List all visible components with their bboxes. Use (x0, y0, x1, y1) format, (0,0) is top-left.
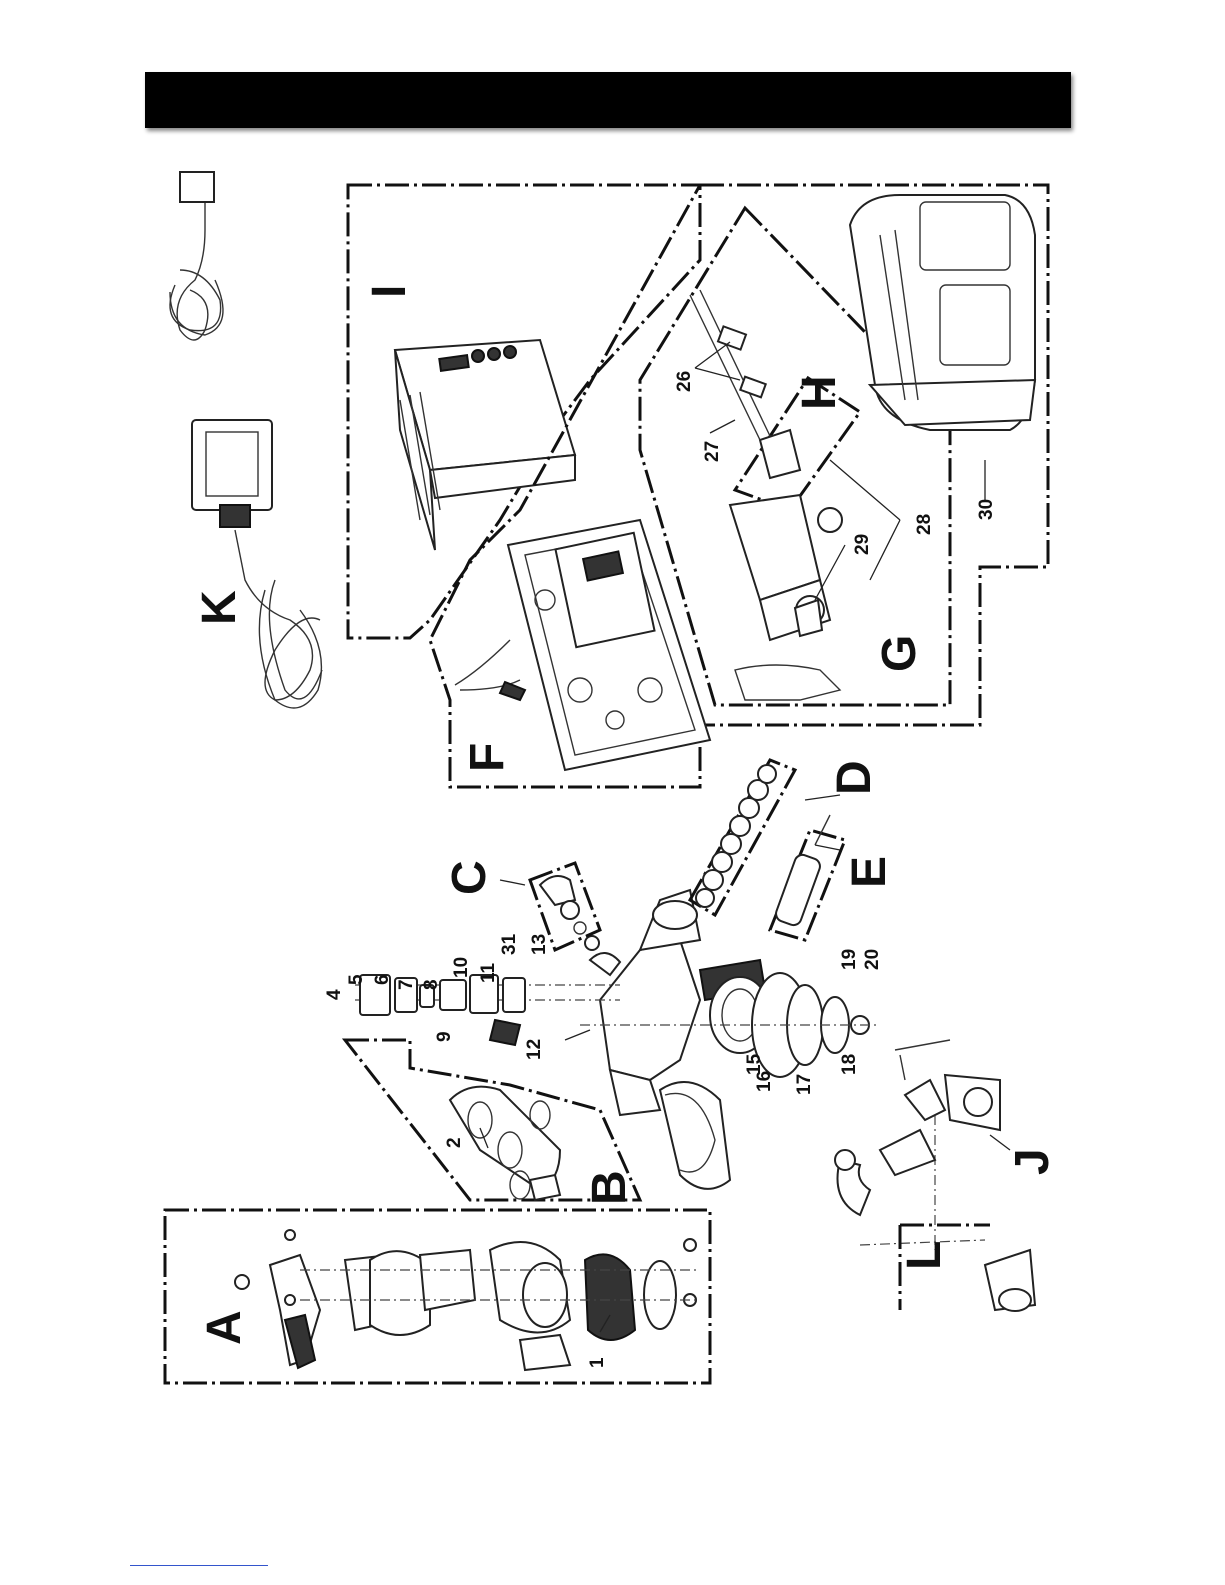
part-number-26: 26 (674, 371, 695, 392)
drive-motor-assembly (690, 290, 842, 700)
part-number-16: 16 (754, 1071, 775, 1092)
part-number-5: 5 (346, 974, 367, 985)
section-label-j: J (1006, 1148, 1059, 1175)
part-number-2: 2 (444, 1137, 465, 1148)
part-number-30: 30 (976, 499, 997, 520)
part-number-12: 12 (524, 1039, 545, 1060)
controller-unit (395, 340, 575, 550)
part-number-29: 29 (852, 534, 873, 555)
part-number-27: 27 (702, 441, 723, 462)
footer-link-rule (130, 1565, 268, 1566)
drain-tube (985, 1250, 1035, 1311)
section-label-l: L (898, 1241, 951, 1270)
section-label-a: A (198, 1310, 251, 1345)
valve-stem-parts (355, 936, 620, 1045)
bypass-adapter-assembly (450, 1087, 560, 1200)
part-number-31: 31 (499, 933, 520, 955)
plug-icon (180, 172, 214, 202)
valve-cover (850, 195, 1035, 430)
part-number-18: 18 (839, 1054, 860, 1075)
part-number-11: 11 (478, 962, 499, 983)
section-label-c: C (443, 860, 496, 895)
section-label-e: E (843, 856, 896, 888)
piston-assembly (774, 815, 830, 927)
section-labels: A B C D E F G H I J K L (193, 285, 1059, 1345)
section-label-b: B (583, 1170, 636, 1205)
bypass-assembly (235, 1230, 700, 1370)
part-number-7: 7 (396, 979, 417, 990)
section-label-d: D (828, 760, 881, 795)
seal-spacer-stack (696, 765, 776, 907)
part-number-9: 9 (434, 1031, 455, 1042)
part-number-28: 28 (914, 514, 935, 535)
part-number-1: 1 (587, 1357, 608, 1368)
section-label-g: G (873, 635, 926, 672)
section-label-i: I (363, 285, 416, 298)
section-label-h: H (793, 375, 846, 410)
leader-lines (480, 342, 1010, 1332)
part-number-17: 17 (794, 1074, 815, 1095)
valve-body (580, 890, 880, 1189)
part-number-20: 20 (862, 949, 883, 970)
power-transformer-assembly (170, 172, 322, 708)
part-number-4: 4 (324, 989, 345, 1000)
part-number-13: 13 (529, 934, 550, 955)
part-number-19: 19 (839, 949, 860, 970)
part-number-10: 10 (451, 957, 472, 978)
section-label-k: K (193, 590, 246, 625)
part-number-6: 6 (372, 974, 393, 985)
section-label-f: F (461, 743, 514, 772)
part-number-8: 8 (421, 979, 442, 990)
